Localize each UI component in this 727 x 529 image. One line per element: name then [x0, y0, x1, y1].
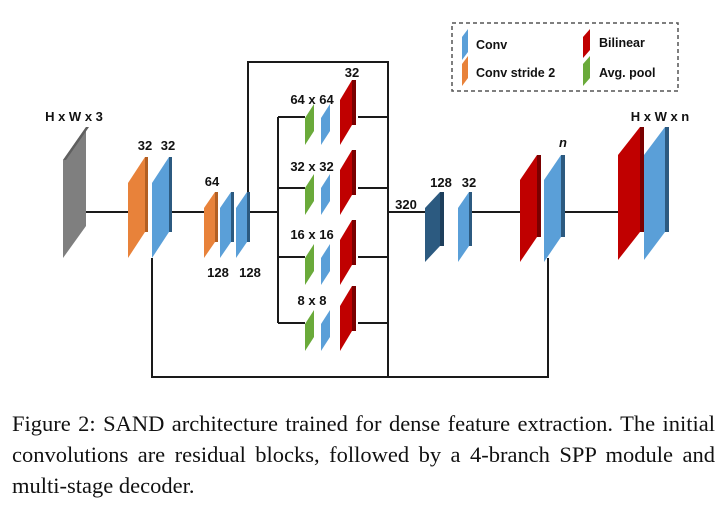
enc1-conv-stride2 — [128, 157, 145, 258]
branch1-label: 64 x 64 — [290, 92, 334, 107]
spp-branch-1 — [305, 80, 356, 145]
enc2-conv-stride2 — [204, 192, 215, 258]
legend-avg-pool-swatch — [583, 56, 590, 86]
legend-conv-stride2-label: Conv stride 2 — [476, 66, 555, 80]
enc2-label-b1: 128 — [207, 265, 229, 280]
legend-conv-stride2-swatch — [462, 56, 468, 86]
output-bilinear — [618, 127, 640, 260]
legend-bilinear-label: Bilinear — [599, 36, 645, 50]
concat-label: 320 — [395, 197, 417, 212]
branch1-channel-label: 32 — [345, 65, 359, 80]
dec2-label: n — [559, 135, 567, 150]
dec1-conv-a — [425, 192, 440, 262]
enc1-label-a: 32 — [138, 138, 152, 153]
branch3-label: 16 x 16 — [290, 227, 333, 242]
enc2-label-b2: 128 — [239, 265, 261, 280]
dec2-conv — [544, 155, 561, 262]
spp-branch-3 — [305, 220, 356, 285]
connection-lines — [85, 61, 618, 378]
enc1-conv — [152, 157, 169, 258]
output-label: H x W x n — [631, 109, 690, 124]
dec2-bilinear — [520, 155, 537, 262]
branch4-label: 8 x 8 — [298, 293, 327, 308]
legend-avg-pool-label: Avg. pool — [599, 66, 655, 80]
enc2-top-label: 64 — [205, 174, 220, 189]
dec1-label-a: 128 — [430, 175, 452, 190]
legend-conv-swatch — [462, 29, 468, 60]
branch2-label: 32 x 32 — [290, 159, 333, 174]
input-block — [63, 127, 86, 258]
architecture-diagram: H x W x 3 32 32 64 128 128 64 x 64 32 32… — [45, 22, 690, 378]
spp-branch-4 — [305, 286, 356, 351]
legend-bilinear-swatch — [583, 29, 590, 58]
enc2-conv-b — [236, 192, 247, 258]
legend: Conv Conv stride 2 Bilinear Avg. pool — [451, 22, 679, 92]
dec1-conv-b — [458, 192, 469, 262]
spp-branch-2 — [305, 150, 356, 215]
legend-conv-label: Conv — [476, 38, 507, 52]
input-label: H x W x 3 — [45, 109, 103, 124]
enc1-label-b: 32 — [161, 138, 175, 153]
output-conv — [644, 127, 665, 260]
figure-caption: Figure 2: SAND architecture trained for … — [12, 411, 715, 498]
enc2-conv-a — [220, 192, 231, 258]
dec1-label-b: 32 — [462, 175, 476, 190]
